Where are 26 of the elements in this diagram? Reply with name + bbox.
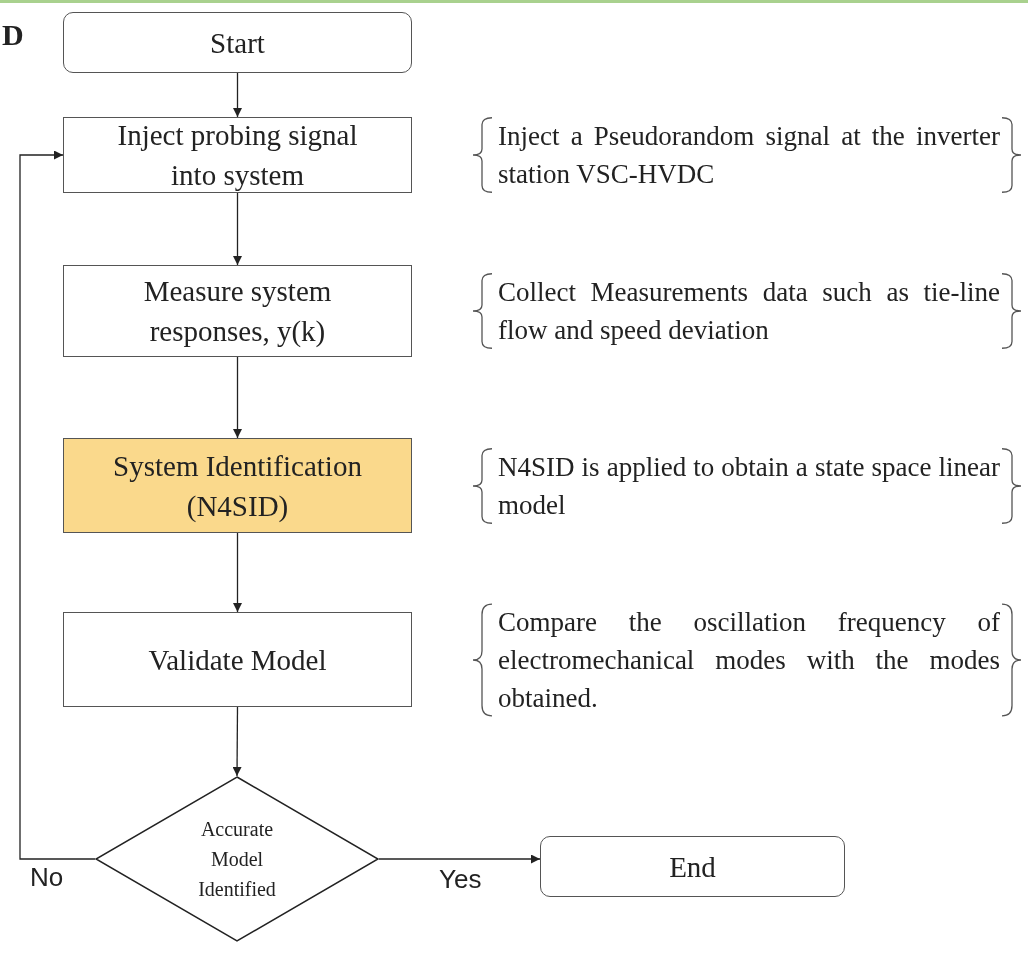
panel-letter: D	[2, 20, 24, 50]
node-text: Inject probing signal into system	[116, 118, 359, 193]
arrow	[233, 356, 242, 439]
note-text: Inject a Pseudorandom signal at the inverter station VSC-HVDC	[498, 120, 1000, 191]
arrow	[19, 150, 96, 860]
node-text: End	[668, 849, 717, 885]
process-box	[63, 265, 412, 357]
node-text: Validate Model	[147, 642, 328, 678]
process-box	[63, 438, 412, 533]
arrow	[233, 72, 242, 118]
arrow	[378, 854, 541, 864]
arrow	[233, 192, 242, 266]
terminal-box	[540, 836, 845, 897]
process-box	[63, 612, 412, 707]
node-text: Measure system responses, y(k)	[142, 274, 333, 349]
decision-text: Accurate Model Identified	[197, 817, 277, 902]
note-text: Collect Measurements data such as tie-line flow and speed deviation	[498, 276, 1000, 347]
node-text: Start	[209, 25, 266, 61]
terminal-box	[63, 12, 412, 73]
decision-diamond	[95, 776, 379, 942]
node-text: System Identification (N4SID)	[112, 448, 363, 524]
note-text: Compare the oscillation frequency of electromechanical modes with the modes obtained.	[498, 605, 1000, 715]
arrow	[232, 706, 242, 777]
note-text: N4SID is applied to obtain a state space linear model	[498, 450, 1000, 522]
process-box	[63, 117, 412, 193]
arrow	[233, 532, 242, 613]
